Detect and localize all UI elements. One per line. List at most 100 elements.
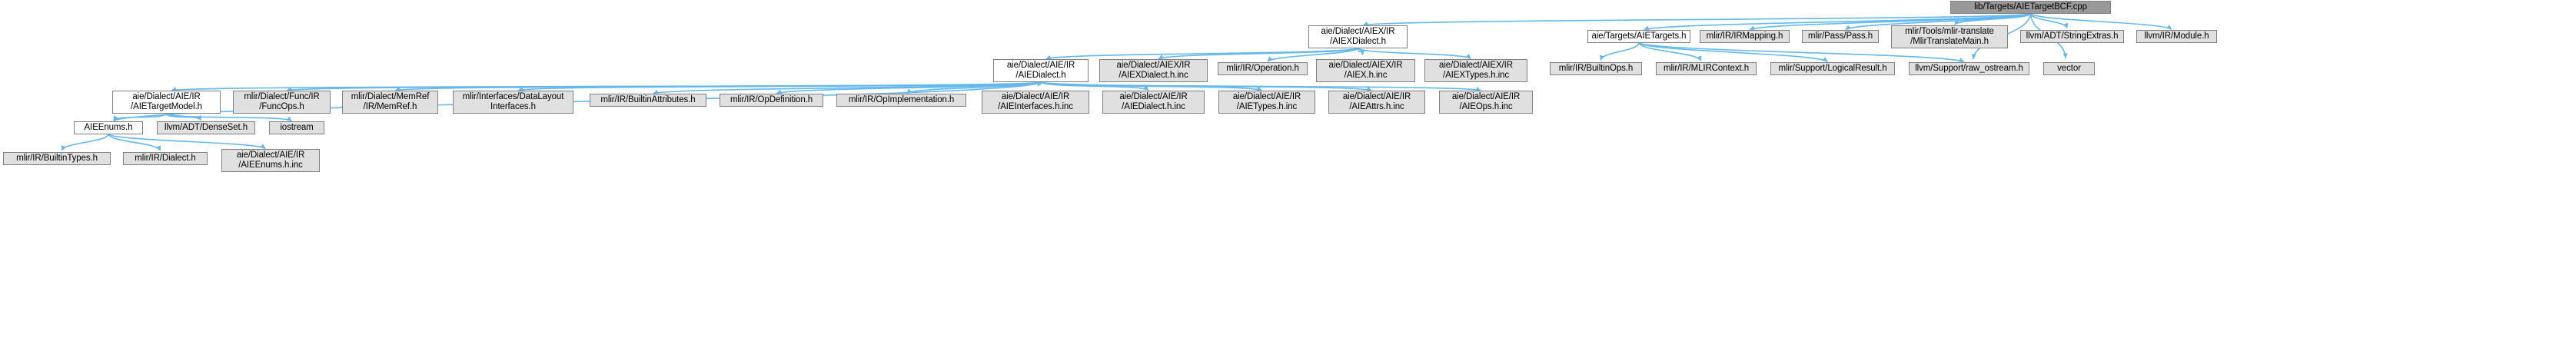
graph-node-label-line: aie/Dialect/AIE/IR xyxy=(1232,92,1301,101)
graph-node-label-line: /AIEXDialect.h xyxy=(1330,37,1386,46)
graph-edge xyxy=(171,81,1042,91)
graph-edge xyxy=(165,113,292,122)
graph-edge xyxy=(394,81,1042,91)
graph-edge xyxy=(1045,48,1358,60)
graph-node[interactable]: aie/Dialect/AIEX/IR/AIEX.h.inc xyxy=(1316,59,1415,82)
graph-edge xyxy=(1040,81,1149,91)
graph-edge xyxy=(1035,81,1042,88)
graph-edge xyxy=(286,81,1042,91)
graph-node-label-line: mlir/IR/BuiltinOps.h xyxy=(1558,64,1634,73)
graph-edge xyxy=(2029,13,2172,30)
graph-node[interactable]: mlir/IR/MLIRContext.h xyxy=(1656,62,1757,75)
graph-edge xyxy=(165,113,201,121)
graph-node-label-line: mlir/Tools/mlir-translate xyxy=(1905,27,1994,36)
graph-node[interactable]: mlir/Dialect/Func/IR/FuncOps.h xyxy=(233,91,331,114)
graph-node[interactable]: lib/Targets/AIETargetBCF.cpp xyxy=(1950,1,2111,14)
graph-node-label-line: aie/Dialect/AIE/IR xyxy=(236,151,305,160)
graph-edge xyxy=(108,134,161,151)
graph-node-label-line: mlir/IR/BuiltinTypes.h xyxy=(16,154,98,163)
graph-edge xyxy=(1599,42,1640,61)
graph-node[interactable]: mlir/Pass/Pass.h xyxy=(1802,30,1879,43)
graph-node[interactable]: llvm/IR/Module.h xyxy=(2136,30,2217,43)
graph-node-label-line: mlir/Interfaces/DataLayout xyxy=(462,92,564,101)
graph-node-label-line: /AIETargetModel.h xyxy=(131,102,202,111)
graph-node[interactable]: mlir/Tools/mlir-translate/MlirTranslateM… xyxy=(1891,25,2008,48)
graph-node[interactable]: mlir/IR/BuiltinOps.h xyxy=(1550,62,1642,75)
graph-node-label-line: /AIEX.h.inc xyxy=(1344,71,1388,80)
graph-node-label-line: aie/Targets/AIETargets.h xyxy=(1591,31,1687,41)
graph-edge xyxy=(1357,48,1365,56)
graph-node-label-line: mlir/IR/BuiltinAttributes.h xyxy=(600,95,696,104)
graph-node[interactable]: aie/Dialect/AIE/IR/AIEEnums.h.inc xyxy=(221,149,320,172)
graph-edge xyxy=(1040,81,1481,91)
graph-node[interactable]: aie/Targets/AIETargets.h xyxy=(1587,30,1690,43)
graph-node-label-line: iostream xyxy=(280,123,314,132)
graph-node[interactable]: aie/Dialect/AIE/IR/AIETargetModel.h xyxy=(112,91,221,114)
graph-node-label-line: aie/Dialect/AIE/IR xyxy=(1342,92,1411,101)
graph-node[interactable]: mlir/IR/BuiltinTypes.h xyxy=(3,152,111,165)
graph-edge xyxy=(1362,13,2031,26)
graph-node[interactable]: aie/Dialect/AIEX/IR/AIEXDialect.h xyxy=(1308,25,1408,48)
graph-node-label-line: llvm/ADT/DenseSet.h xyxy=(164,123,248,132)
graph-node[interactable]: AIEEnums.h xyxy=(74,121,143,134)
graph-node[interactable]: llvm/ADT/DenseSet.h xyxy=(157,121,255,134)
graph-node[interactable]: aie/Dialect/AIE/IR/AIEAttrs.h.inc xyxy=(1328,91,1425,114)
graph-node-label-line: llvm/Support/raw_ostream.h xyxy=(1915,64,2023,73)
graph-node[interactable]: aie/Dialect/AIE/IR/AIETypes.h.inc xyxy=(1218,91,1315,114)
graph-node-label-line: /AIEOps.h.inc xyxy=(1459,102,1513,111)
graph-node-label-line: /FuncOps.h xyxy=(259,102,304,111)
graph-node[interactable]: vector xyxy=(2043,62,2095,75)
graph-node-label-line: mlir/IR/MLIRContext.h xyxy=(1663,64,1749,73)
graph-node[interactable]: mlir/IR/Dialect.h xyxy=(123,152,208,165)
graph-edge xyxy=(1040,81,1262,91)
graph-node-label-line: mlir/IR/OpDefinition.h xyxy=(730,95,813,104)
graph-node-label-line: aie/Dialect/AIEX/IR xyxy=(1116,61,1191,70)
graph-edge xyxy=(108,134,266,150)
graph-node[interactable]: mlir/IR/IRMapping.h xyxy=(1700,30,1790,43)
graph-node-label-line: /AIEAttrs.h.inc xyxy=(1349,102,1404,111)
graph-node-label-line: mlir/Dialect/Func/IR xyxy=(244,92,320,101)
graph-node-label-line: /AIEXTypes.h.inc xyxy=(1443,71,1509,80)
graph-node-label-line: /MlirTranslateMain.h xyxy=(1910,37,1989,46)
graph-node[interactable]: mlir/Support/LogicalResult.h xyxy=(1770,62,1895,75)
graph-node[interactable]: llvm/Support/raw_ostream.h xyxy=(1909,62,2029,75)
graph-node-label-line: AIEEnums.h xyxy=(84,123,133,132)
graph-node-label-line: /AIEXDialect.h.inc xyxy=(1118,71,1188,80)
graph-node-label-line: /AIEEnums.h.inc xyxy=(238,160,303,170)
graph-node-label-line: /IR/MemRef.h xyxy=(363,102,417,111)
graph-edge xyxy=(1638,42,1702,62)
graph-node-label-line: mlir/IR/IRMapping.h xyxy=(1706,31,1783,41)
graph-node-label-line: aie/Dialect/AIEX/IR xyxy=(1439,61,1513,70)
graph-node-label-line: aie/Dialect/AIEX/IR xyxy=(1328,61,1403,70)
graph-node[interactable]: llvm/ADT/StringExtras.h xyxy=(2020,30,2124,43)
graph-node-label-line: llvm/ADT/StringExtras.h xyxy=(2026,31,2119,41)
graph-node-label-line: mlir/Pass/Pass.h xyxy=(1807,31,1873,41)
graph-node[interactable]: aie/Dialect/AIE/IR/AIEDialect.h xyxy=(993,59,1089,82)
graph-node-label-line: aie/Dialect/AIEX/IR xyxy=(1321,27,1395,36)
graph-node-label-line: mlir/IR/Dialect.h xyxy=(135,154,196,163)
graph-node[interactable]: aie/Dialect/AIE/IR/AIEInterfaces.h.inc xyxy=(982,91,1089,114)
graph-node[interactable]: aie/Dialect/AIE/IR/AIEOps.h.inc xyxy=(1439,91,1533,114)
graph-node[interactable]: mlir/IR/BuiltinAttributes.h xyxy=(590,94,706,107)
graph-node[interactable]: mlir/IR/Operation.h xyxy=(1218,62,1308,75)
graph-node[interactable]: aie/Dialect/AIEX/IR/AIEXTypes.h.inc xyxy=(1424,59,1527,82)
graph-node-label-line: mlir/IR/OpImplementation.h xyxy=(848,95,955,104)
graph-node[interactable]: mlir/Dialect/MemRef/IR/MemRef.h xyxy=(342,91,438,114)
graph-node[interactable]: aie/Dialect/AIE/IR/AIEDialect.h.inc xyxy=(1102,91,1205,114)
graph-node-label-line: aie/Dialect/AIE/IR xyxy=(1119,92,1188,101)
graph-edge xyxy=(113,113,168,121)
graph-node[interactable]: iostream xyxy=(269,121,324,134)
graph-edge xyxy=(61,134,109,151)
graph-node-label-line: lib/Targets/AIETargetBCF.cpp xyxy=(1974,2,2087,12)
graph-node[interactable]: mlir/IR/OpImplementation.h xyxy=(836,94,966,107)
graph-node[interactable]: mlir/IR/OpDefinition.h xyxy=(720,94,823,107)
graph-node-label-line: mlir/IR/Operation.h xyxy=(1226,64,1299,73)
graph-node-label-line: /AIEDialect.h.inc xyxy=(1122,102,1185,111)
graph-node-label-line: /AIEInterfaces.h.inc xyxy=(998,102,1073,111)
graph-node[interactable]: aie/Dialect/AIEX/IR/AIEXDialect.h.inc xyxy=(1099,59,1208,82)
graph-node-label-line: vector xyxy=(2057,64,2081,73)
graph-node-label-line: /AIEDialect.h xyxy=(1015,71,1066,80)
